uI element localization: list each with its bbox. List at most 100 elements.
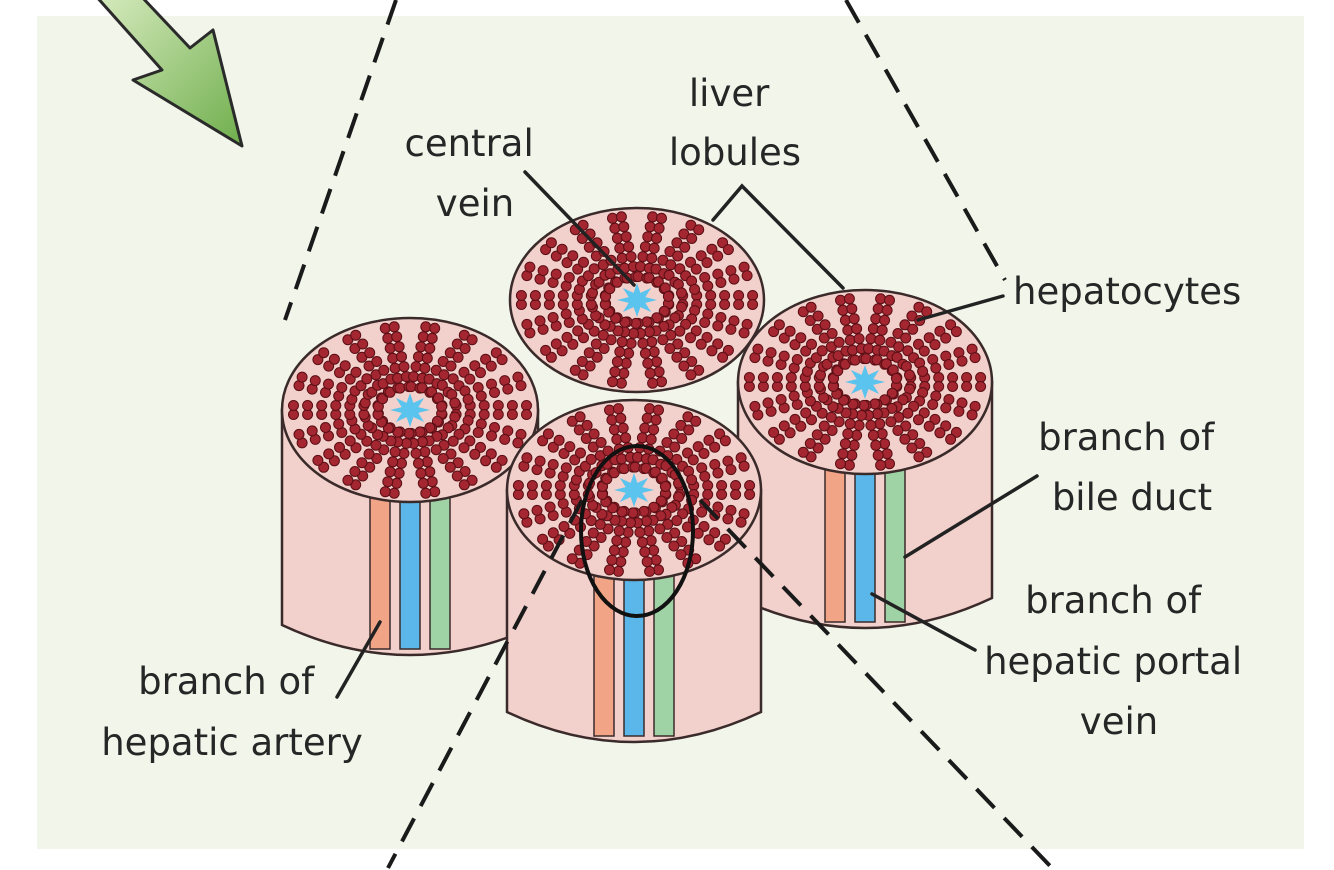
hepatocyte: [557, 290, 569, 301]
hepatocyte: [904, 369, 915, 381]
hepatocyte: [608, 424, 620, 436]
hepatocyte: [778, 350, 790, 362]
hepatocyte: [388, 321, 400, 333]
hepatocyte: [913, 451, 925, 463]
hepatocyte: [572, 325, 584, 337]
hepatocyte: [679, 241, 691, 253]
hepatocyte: [653, 404, 664, 416]
hepatocyte: [611, 356, 623, 368]
hepatocyte: [583, 347, 595, 359]
hepatocyte: [722, 244, 734, 256]
hepatocyte: [648, 424, 660, 436]
hepatocyte: [622, 526, 634, 538]
hepatocyte: [547, 441, 559, 453]
hepatocyte: [595, 437, 607, 448]
label-liver-lobules: liver lobules: [669, 72, 801, 174]
hepatocyte: [615, 556, 627, 568]
hepatocyte: [312, 454, 324, 466]
hepatocyte: [644, 221, 656, 233]
bile-duct-strip: [429, 481, 451, 650]
hepatocyte: [675, 549, 687, 561]
hepatocyte: [426, 332, 438, 344]
hepatocyte: [666, 501, 678, 513]
hepatocyte: [778, 420, 790, 432]
hepatocyte: [496, 454, 508, 466]
hepatocyte: [880, 358, 892, 370]
hepatocyte: [872, 449, 884, 461]
label-central-vein: central vein: [405, 122, 546, 225]
hepatocyte: [475, 390, 487, 402]
hepatocyte: [623, 347, 635, 359]
hepatocyte: [913, 414, 924, 426]
hepatocyte: [797, 446, 809, 458]
hepatocyte: [712, 250, 724, 262]
hepatocyte: [632, 451, 643, 463]
hepatocyte: [674, 263, 686, 275]
hepatocyte: [363, 448, 375, 460]
hepatocyte: [663, 269, 675, 281]
hepatocyte: [438, 369, 450, 381]
hepatocyte: [917, 365, 929, 377]
hepatocyte: [316, 400, 328, 411]
hepatocyte: [630, 317, 642, 329]
hepatocyte: [356, 457, 368, 469]
hepatocyte: [875, 293, 887, 305]
hepatocyte: [835, 458, 846, 470]
hepatocyte: [842, 428, 854, 440]
hepatocyte: [620, 357, 632, 369]
hepatocyte: [403, 427, 415, 439]
hepatocyte: [685, 369, 697, 381]
hepatocyte: [521, 318, 533, 330]
hepatocyte: [876, 324, 888, 336]
hepatocyte: [506, 409, 518, 420]
hepatocyte: [512, 437, 524, 449]
hepatocyte: [867, 429, 879, 441]
hepatocyte: [851, 323, 863, 335]
portal-vein-strip: [399, 481, 421, 650]
hepatocyte: [419, 446, 431, 458]
hepatocyte: [645, 433, 657, 445]
hepatocyte: [309, 375, 321, 387]
hepatocyte: [413, 457, 424, 469]
hepatocyte: [656, 376, 667, 388]
central-vein: [390, 393, 430, 427]
hepatocyte: [647, 377, 659, 389]
hepatocyte: [478, 409, 490, 420]
hepatocyte: [835, 294, 846, 306]
hepatocyte: [628, 327, 639, 339]
hepatocyte: [417, 477, 429, 489]
hepatocyte: [464, 373, 476, 385]
hepatocyte: [550, 338, 562, 350]
hepatocyte: [398, 447, 410, 459]
hepatocyte: [430, 444, 442, 456]
hepatocyte: [690, 415, 702, 427]
hepatocyte: [537, 435, 549, 447]
hepatocyte: [843, 293, 855, 305]
hepatocyte: [629, 461, 641, 473]
central-vein: [614, 473, 654, 507]
hepatocyte: [945, 433, 957, 445]
hepatocyte: [698, 521, 710, 532]
hepatocyte: [741, 270, 753, 282]
hepatocyte: [768, 426, 780, 438]
hepatocyte: [447, 435, 459, 447]
hepatocyte: [669, 441, 681, 453]
hepatocyte: [927, 399, 939, 410]
hepatocyte: [382, 422, 394, 434]
hepatocyte: [564, 527, 576, 539]
hepatocyte: [540, 344, 552, 356]
bile-duct-strip: [884, 453, 906, 623]
hepatocyte: [612, 403, 624, 415]
hepatocyte: [306, 425, 318, 437]
hepatocyte: [933, 381, 945, 392]
hepatocyte: [547, 527, 559, 539]
hepatic-artery-strip: [593, 559, 615, 737]
hepatocyte: [334, 441, 345, 453]
hepatocyte: [442, 422, 454, 434]
hepatocyte: [842, 324, 854, 336]
hepatocyte: [429, 486, 441, 498]
hepatocyte: [795, 332, 807, 344]
hepatocyte: [547, 459, 559, 470]
hepatocyte: [560, 462, 572, 474]
